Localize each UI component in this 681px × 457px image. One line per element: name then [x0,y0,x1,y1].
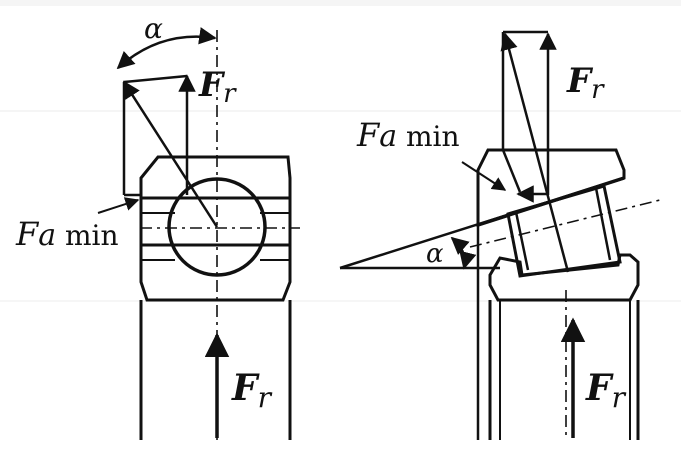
fa-min-pointer-right [461,161,507,191]
inner-ring-right [488,253,640,302]
fr-top-label-right: Fr [566,61,605,105]
cone-apex-line [339,176,625,270]
roller-axis-line [469,199,661,248]
fa-min-pointer-left [97,197,140,214]
contact-load-line-left [122,80,219,228]
fr-bottom-label-left: Fr [231,367,273,414]
alpha-arc-right [450,236,477,270]
fa-min-label-right: Fa min [356,116,460,154]
fr-top-label-left: Fr [198,65,237,109]
inner-ring-left [139,243,292,302]
contact-load-line-right [500,32,570,273]
alpha-label-right: α [426,239,444,269]
background-bleed-through [0,0,681,302]
force-parallelogram-right [501,30,548,193]
fa-min-label-left: Fa min [15,215,119,253]
alpha-arc-left [116,27,217,70]
alpha-label-left: α [144,12,163,45]
angular-ball-bearing [139,155,292,440]
force-parallelogram-left [122,74,188,197]
fr-bottom-label-right: Fr [585,367,627,414]
